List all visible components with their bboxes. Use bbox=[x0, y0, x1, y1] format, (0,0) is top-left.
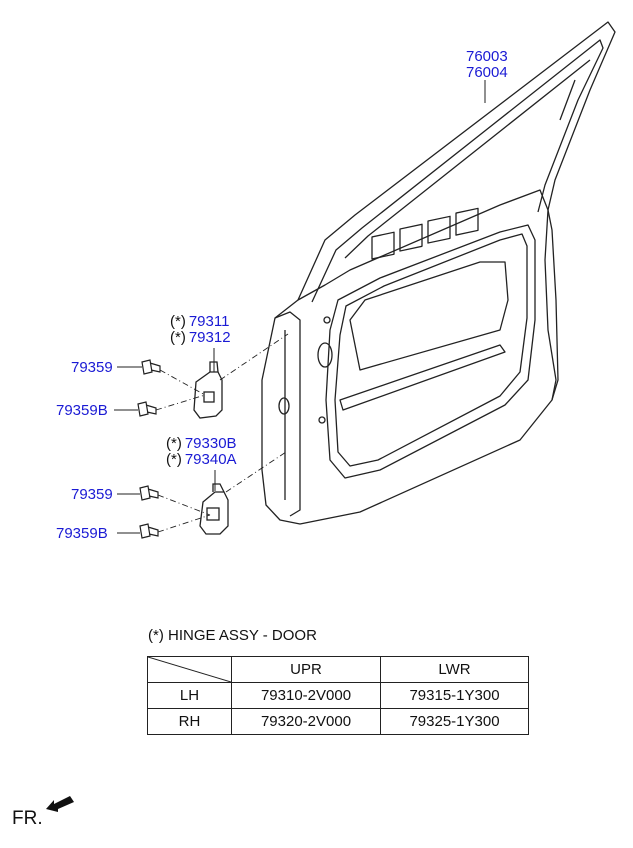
bolt-lower-1 bbox=[139, 485, 159, 501]
callout-79312-row: (*)79312 bbox=[170, 330, 231, 345]
asterisk-mark: (*) bbox=[166, 451, 182, 468]
table-cell-part[interactable]: 79325-1Y300 bbox=[380, 708, 529, 735]
leader-lines bbox=[114, 80, 486, 534]
bolt-upper-1 bbox=[141, 359, 161, 375]
callout-79311[interactable]: 79311 bbox=[188, 313, 230, 330]
module-slot-2 bbox=[399, 223, 423, 252]
callout-79330b[interactable]: 79330B bbox=[184, 435, 237, 452]
callout-79340a-row: (*)79340A bbox=[166, 452, 237, 467]
callout-76004[interactable]: 76004 bbox=[466, 64, 508, 81]
front-hole-4 bbox=[278, 397, 290, 415]
assembly-lines bbox=[155, 333, 289, 533]
callout-79359-lower[interactable]: 79359 bbox=[71, 486, 113, 503]
bolt-upper-2 bbox=[137, 401, 157, 417]
front-direction-label: FR. bbox=[12, 808, 43, 829]
module-slot-4 bbox=[455, 207, 479, 236]
door-module bbox=[349, 261, 509, 371]
impact-beam bbox=[339, 344, 506, 411]
table-header-row: UPR LWR bbox=[147, 656, 529, 683]
door-front-edge bbox=[274, 311, 301, 517]
bolts bbox=[137, 359, 161, 539]
table-cell-side: LH bbox=[147, 682, 232, 709]
door-inner-opening-lip bbox=[334, 233, 528, 467]
front-hole-2 bbox=[323, 316, 331, 324]
callout-79330b-row: (*)79330B bbox=[166, 436, 237, 451]
table-cell-part[interactable]: 79320-2V000 bbox=[231, 708, 381, 735]
callout-79340a[interactable]: 79340A bbox=[184, 451, 237, 468]
callout-79359b-lower[interactable]: 79359B bbox=[56, 525, 108, 542]
front-hole-3 bbox=[318, 416, 326, 424]
table-cell-part[interactable]: 79315-1Y300 bbox=[380, 682, 529, 709]
asterisk-mark: (*) bbox=[166, 435, 182, 452]
door-outer-panel bbox=[261, 189, 557, 525]
window-frame-outer bbox=[297, 21, 616, 301]
window-frame-inner bbox=[311, 39, 604, 303]
asterisk-mark: (*) bbox=[170, 329, 186, 346]
callout-79359b-upper[interactable]: 79359B bbox=[56, 402, 108, 419]
module-slot-3 bbox=[427, 215, 451, 244]
bolt-lower-2 bbox=[139, 523, 159, 539]
hinge-assy-note-title: (*) HINGE ASSY - DOOR bbox=[148, 627, 317, 644]
upper-hinge bbox=[193, 361, 223, 419]
hinge-part-table: UPR LWR LH 79310-2V000 79315-1Y300 RH 79… bbox=[147, 656, 529, 735]
table-corner-cell bbox=[147, 656, 232, 683]
lower-hinge bbox=[199, 483, 229, 535]
table-header-lwr: LWR bbox=[380, 656, 529, 683]
callout-79311-row: (*)79311 bbox=[170, 314, 229, 329]
table-cell-side: RH bbox=[147, 708, 232, 735]
module-slot-1 bbox=[371, 231, 395, 260]
callout-79359-upper[interactable]: 79359 bbox=[71, 359, 113, 376]
table-header-upr: UPR bbox=[231, 656, 381, 683]
front-hole bbox=[317, 342, 333, 368]
callout-79312[interactable]: 79312 bbox=[188, 329, 231, 346]
asterisk-mark: (*) bbox=[170, 313, 186, 330]
front-arrow-icon bbox=[46, 796, 74, 812]
door-rear-edge bbox=[547, 209, 559, 401]
door-inner-opening bbox=[325, 224, 536, 479]
table-row: RH 79320-2V000 79325-1Y300 bbox=[147, 708, 529, 735]
window-frame-rail bbox=[344, 59, 591, 259]
corner-diagonal bbox=[148, 657, 231, 682]
callout-76003[interactable]: 76003 bbox=[466, 48, 508, 65]
table-row: LH 79310-2V000 79315-1Y300 bbox=[147, 682, 529, 709]
table-cell-part[interactable]: 79310-2V000 bbox=[231, 682, 381, 709]
